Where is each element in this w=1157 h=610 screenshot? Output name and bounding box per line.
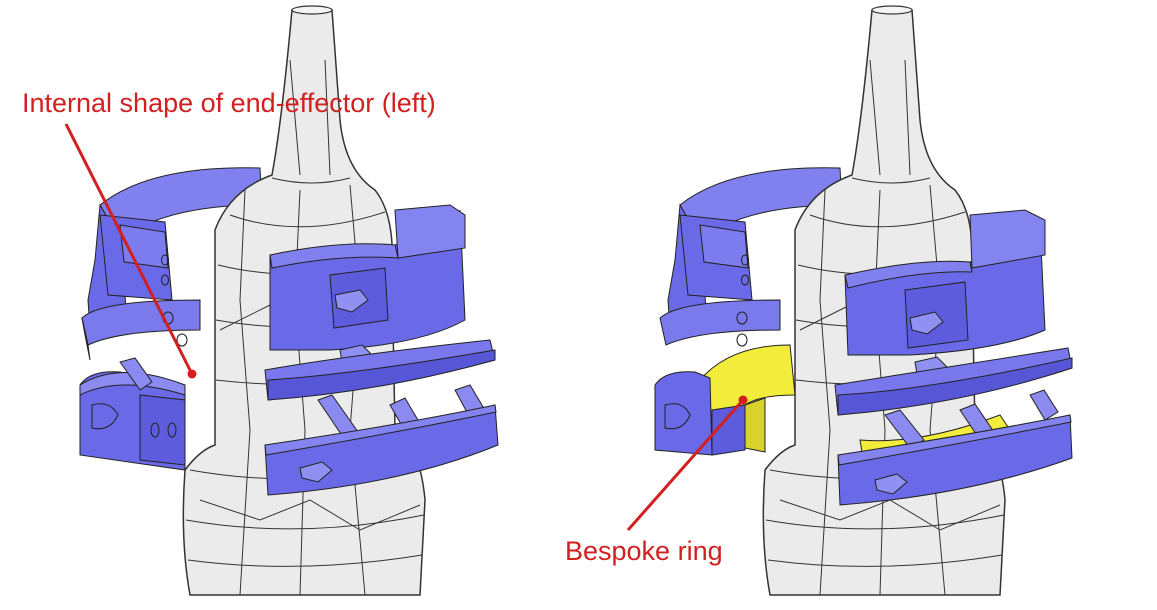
left-end-effector-upper-right: [269, 204, 466, 367]
left-end-effector-flange-right: [264, 339, 496, 401]
right-end-effector-upper-left: [679, 214, 753, 301]
bespoke-ring-leader-line: [626, 395, 748, 531]
left-assembly: [79, 5, 499, 596]
left-end-effector-lower-left: [79, 371, 186, 471]
left-end-effector-lower-right: [264, 404, 499, 496]
annotation-internal-shape: Internal shape of end-effector (left): [22, 88, 436, 379]
bespoke-ring-label: Bespoke ring: [565, 536, 723, 566]
right-assembly: [654, 5, 1073, 596]
left-end-effector-flange: [81, 299, 201, 361]
right-end-effector-flange: [659, 299, 781, 347]
right-end-effector-lower-left: [654, 371, 746, 456]
internal-shape-label: Internal shape of end-effector (left): [22, 88, 436, 118]
right-end-effector-upper-right: [844, 209, 1046, 379]
internal-shape-leader-line: [64, 123, 197, 379]
annotation-bespoke-ring: Bespoke ring: [565, 395, 748, 566]
right-end-effector-lower-right: [837, 414, 1073, 506]
left-end-effector-upper-left: [99, 214, 173, 301]
right-end-effector-flange-right: [834, 347, 1073, 416]
